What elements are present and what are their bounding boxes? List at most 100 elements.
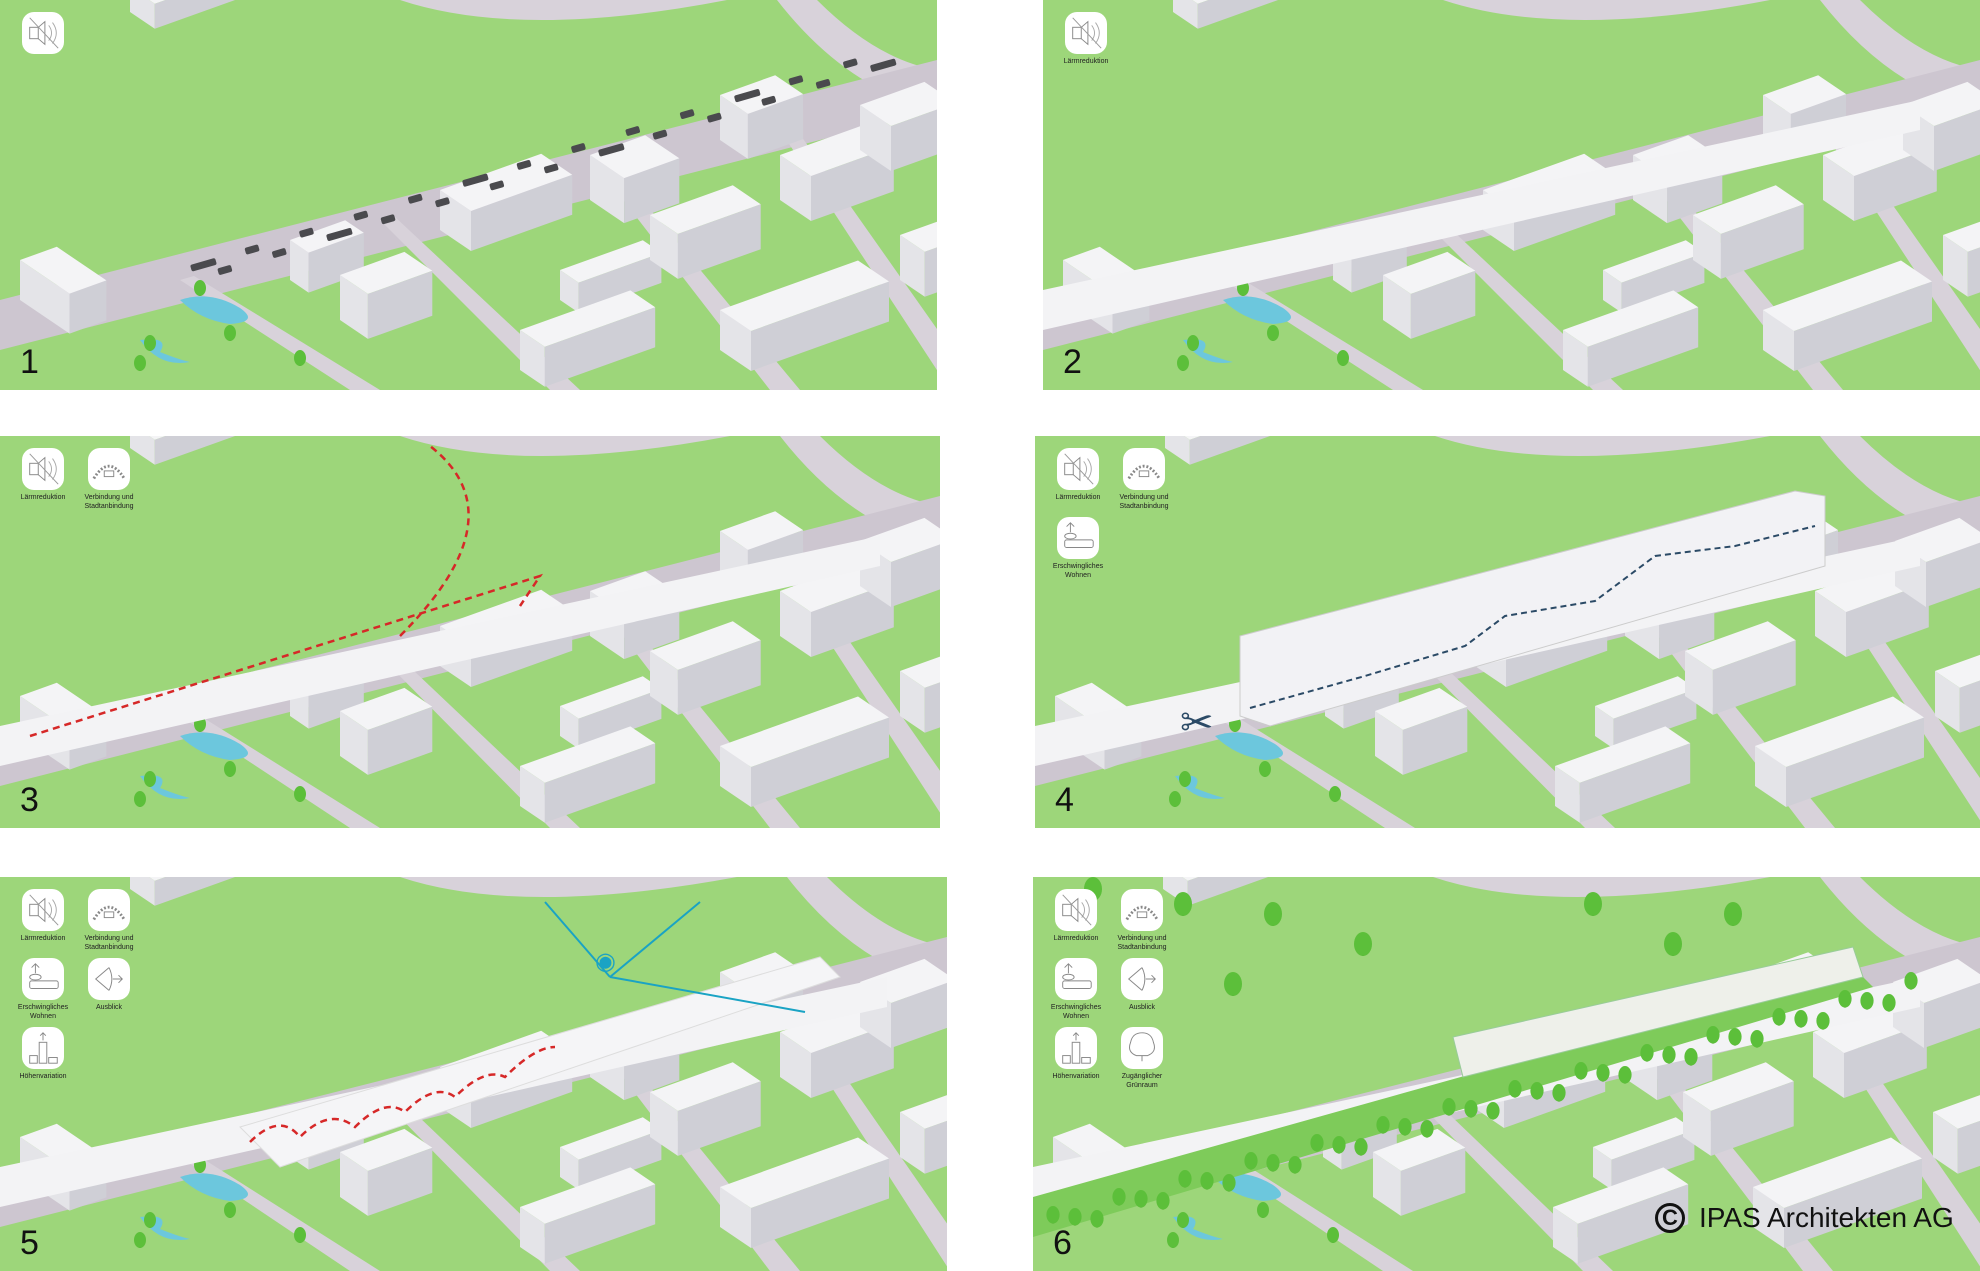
building bbox=[1895, 517, 1980, 607]
building bbox=[1595, 676, 1697, 749]
vehicle bbox=[353, 210, 369, 221]
panel-number: 3 bbox=[20, 781, 39, 819]
tree bbox=[294, 350, 306, 366]
vehicle bbox=[435, 197, 450, 208]
noise-reduction-icon bbox=[1065, 12, 1107, 54]
vehicle bbox=[843, 58, 858, 69]
building bbox=[650, 1062, 761, 1156]
tree bbox=[1264, 902, 1282, 926]
principle-label: Lärmreduktion bbox=[20, 494, 66, 501]
tree bbox=[1310, 1134, 1324, 1152]
tree bbox=[1882, 994, 1896, 1012]
building bbox=[720, 260, 889, 371]
principle-label: Verbindung und Stadtanbindung bbox=[84, 935, 134, 951]
tree bbox=[1354, 1138, 1368, 1156]
principle-label: Lärmreduktion bbox=[20, 935, 66, 942]
building bbox=[1555, 726, 1691, 823]
road bbox=[1443, 0, 1770, 20]
green-space-tree-icon bbox=[1121, 1027, 1163, 1069]
tree bbox=[1794, 1010, 1808, 1028]
tree bbox=[1068, 1208, 1082, 1226]
tree bbox=[1134, 1190, 1148, 1208]
building bbox=[340, 687, 433, 775]
tree bbox=[1337, 350, 1349, 366]
building bbox=[1753, 1137, 1922, 1248]
site-scene bbox=[0, 0, 937, 390]
tree bbox=[144, 771, 156, 787]
principle-noise bbox=[10, 12, 76, 54]
principle-label: Lärmreduktion bbox=[1053, 935, 1099, 942]
pond bbox=[180, 1173, 248, 1201]
principle-label: Erschwingliches Wohnen bbox=[1050, 1004, 1102, 1020]
height-variation-icon bbox=[22, 1027, 64, 1069]
tree bbox=[1904, 972, 1918, 990]
principle-connection: Verbindung und Stadtanbindung bbox=[1111, 448, 1177, 511]
vehicle bbox=[489, 180, 505, 191]
affordable-housing-icon bbox=[1057, 517, 1099, 559]
pond bbox=[180, 732, 248, 760]
tree bbox=[1376, 1116, 1390, 1134]
vehicle bbox=[326, 227, 353, 241]
view-lines bbox=[544, 901, 806, 1013]
connection-bridge-icon bbox=[88, 889, 130, 931]
tree bbox=[1486, 1102, 1500, 1120]
building bbox=[1375, 687, 1468, 775]
tree bbox=[1090, 1210, 1104, 1228]
principle-housing: Erschwingliches Wohnen bbox=[1043, 958, 1109, 1021]
principle-label: Zugänglicher Grünraum bbox=[1121, 1073, 1163, 1089]
panel-number: 5 bbox=[20, 1224, 39, 1262]
tree bbox=[144, 1212, 156, 1228]
tree bbox=[1267, 325, 1279, 341]
principle-noise: Lärmreduktion bbox=[10, 889, 76, 952]
tree bbox=[1177, 1212, 1189, 1228]
tree bbox=[1398, 1118, 1412, 1136]
principle-connection: Verbindung und Stadtanbindung bbox=[76, 448, 142, 511]
building bbox=[900, 1095, 947, 1174]
tree bbox=[1222, 1174, 1236, 1192]
vehicle bbox=[244, 244, 260, 255]
principle-icons: Lärmreduktion Verbindung und Stadtanbindu… bbox=[10, 448, 142, 511]
housing-block bbox=[1239, 490, 1826, 727]
site-scene bbox=[1043, 0, 1980, 390]
building bbox=[650, 185, 761, 279]
vehicle bbox=[598, 143, 625, 157]
building bbox=[1165, 436, 1271, 465]
tree bbox=[1174, 892, 1192, 916]
connection-bridge-icon bbox=[88, 448, 130, 490]
tree bbox=[144, 335, 156, 351]
tree bbox=[1724, 902, 1742, 926]
building bbox=[520, 726, 656, 823]
vehicle bbox=[190, 258, 217, 272]
building bbox=[130, 877, 236, 906]
view-eye-icon bbox=[88, 958, 130, 1000]
tree bbox=[294, 786, 306, 802]
affordable-housing-icon bbox=[22, 958, 64, 1000]
vehicle bbox=[761, 95, 776, 106]
vehicle bbox=[299, 227, 314, 238]
principle-icons: Lärmreduktion bbox=[1053, 12, 1185, 66]
building bbox=[130, 0, 236, 29]
noise-reduction-icon bbox=[22, 12, 64, 54]
tree bbox=[1046, 1206, 1060, 1224]
vehicle bbox=[462, 173, 489, 187]
building bbox=[560, 676, 662, 749]
principle-green: Zugänglicher Grünraum bbox=[1109, 1027, 1175, 1090]
building bbox=[860, 81, 937, 171]
building bbox=[1593, 1117, 1695, 1190]
road bbox=[400, 436, 730, 456]
terraced-building bbox=[1452, 946, 1864, 1078]
tree bbox=[224, 1202, 236, 1218]
pedestrian-path bbox=[29, 445, 544, 738]
vehicle bbox=[217, 265, 233, 275]
tree bbox=[1200, 1172, 1214, 1190]
tree bbox=[1728, 1028, 1742, 1046]
vehicle bbox=[652, 129, 668, 140]
principle-view: Ausblick bbox=[76, 958, 142, 1021]
principle-noise: Lärmreduktion bbox=[1045, 448, 1111, 511]
tree bbox=[1187, 335, 1199, 351]
principle-housing: Erschwingliches Wohnen bbox=[1045, 517, 1111, 580]
